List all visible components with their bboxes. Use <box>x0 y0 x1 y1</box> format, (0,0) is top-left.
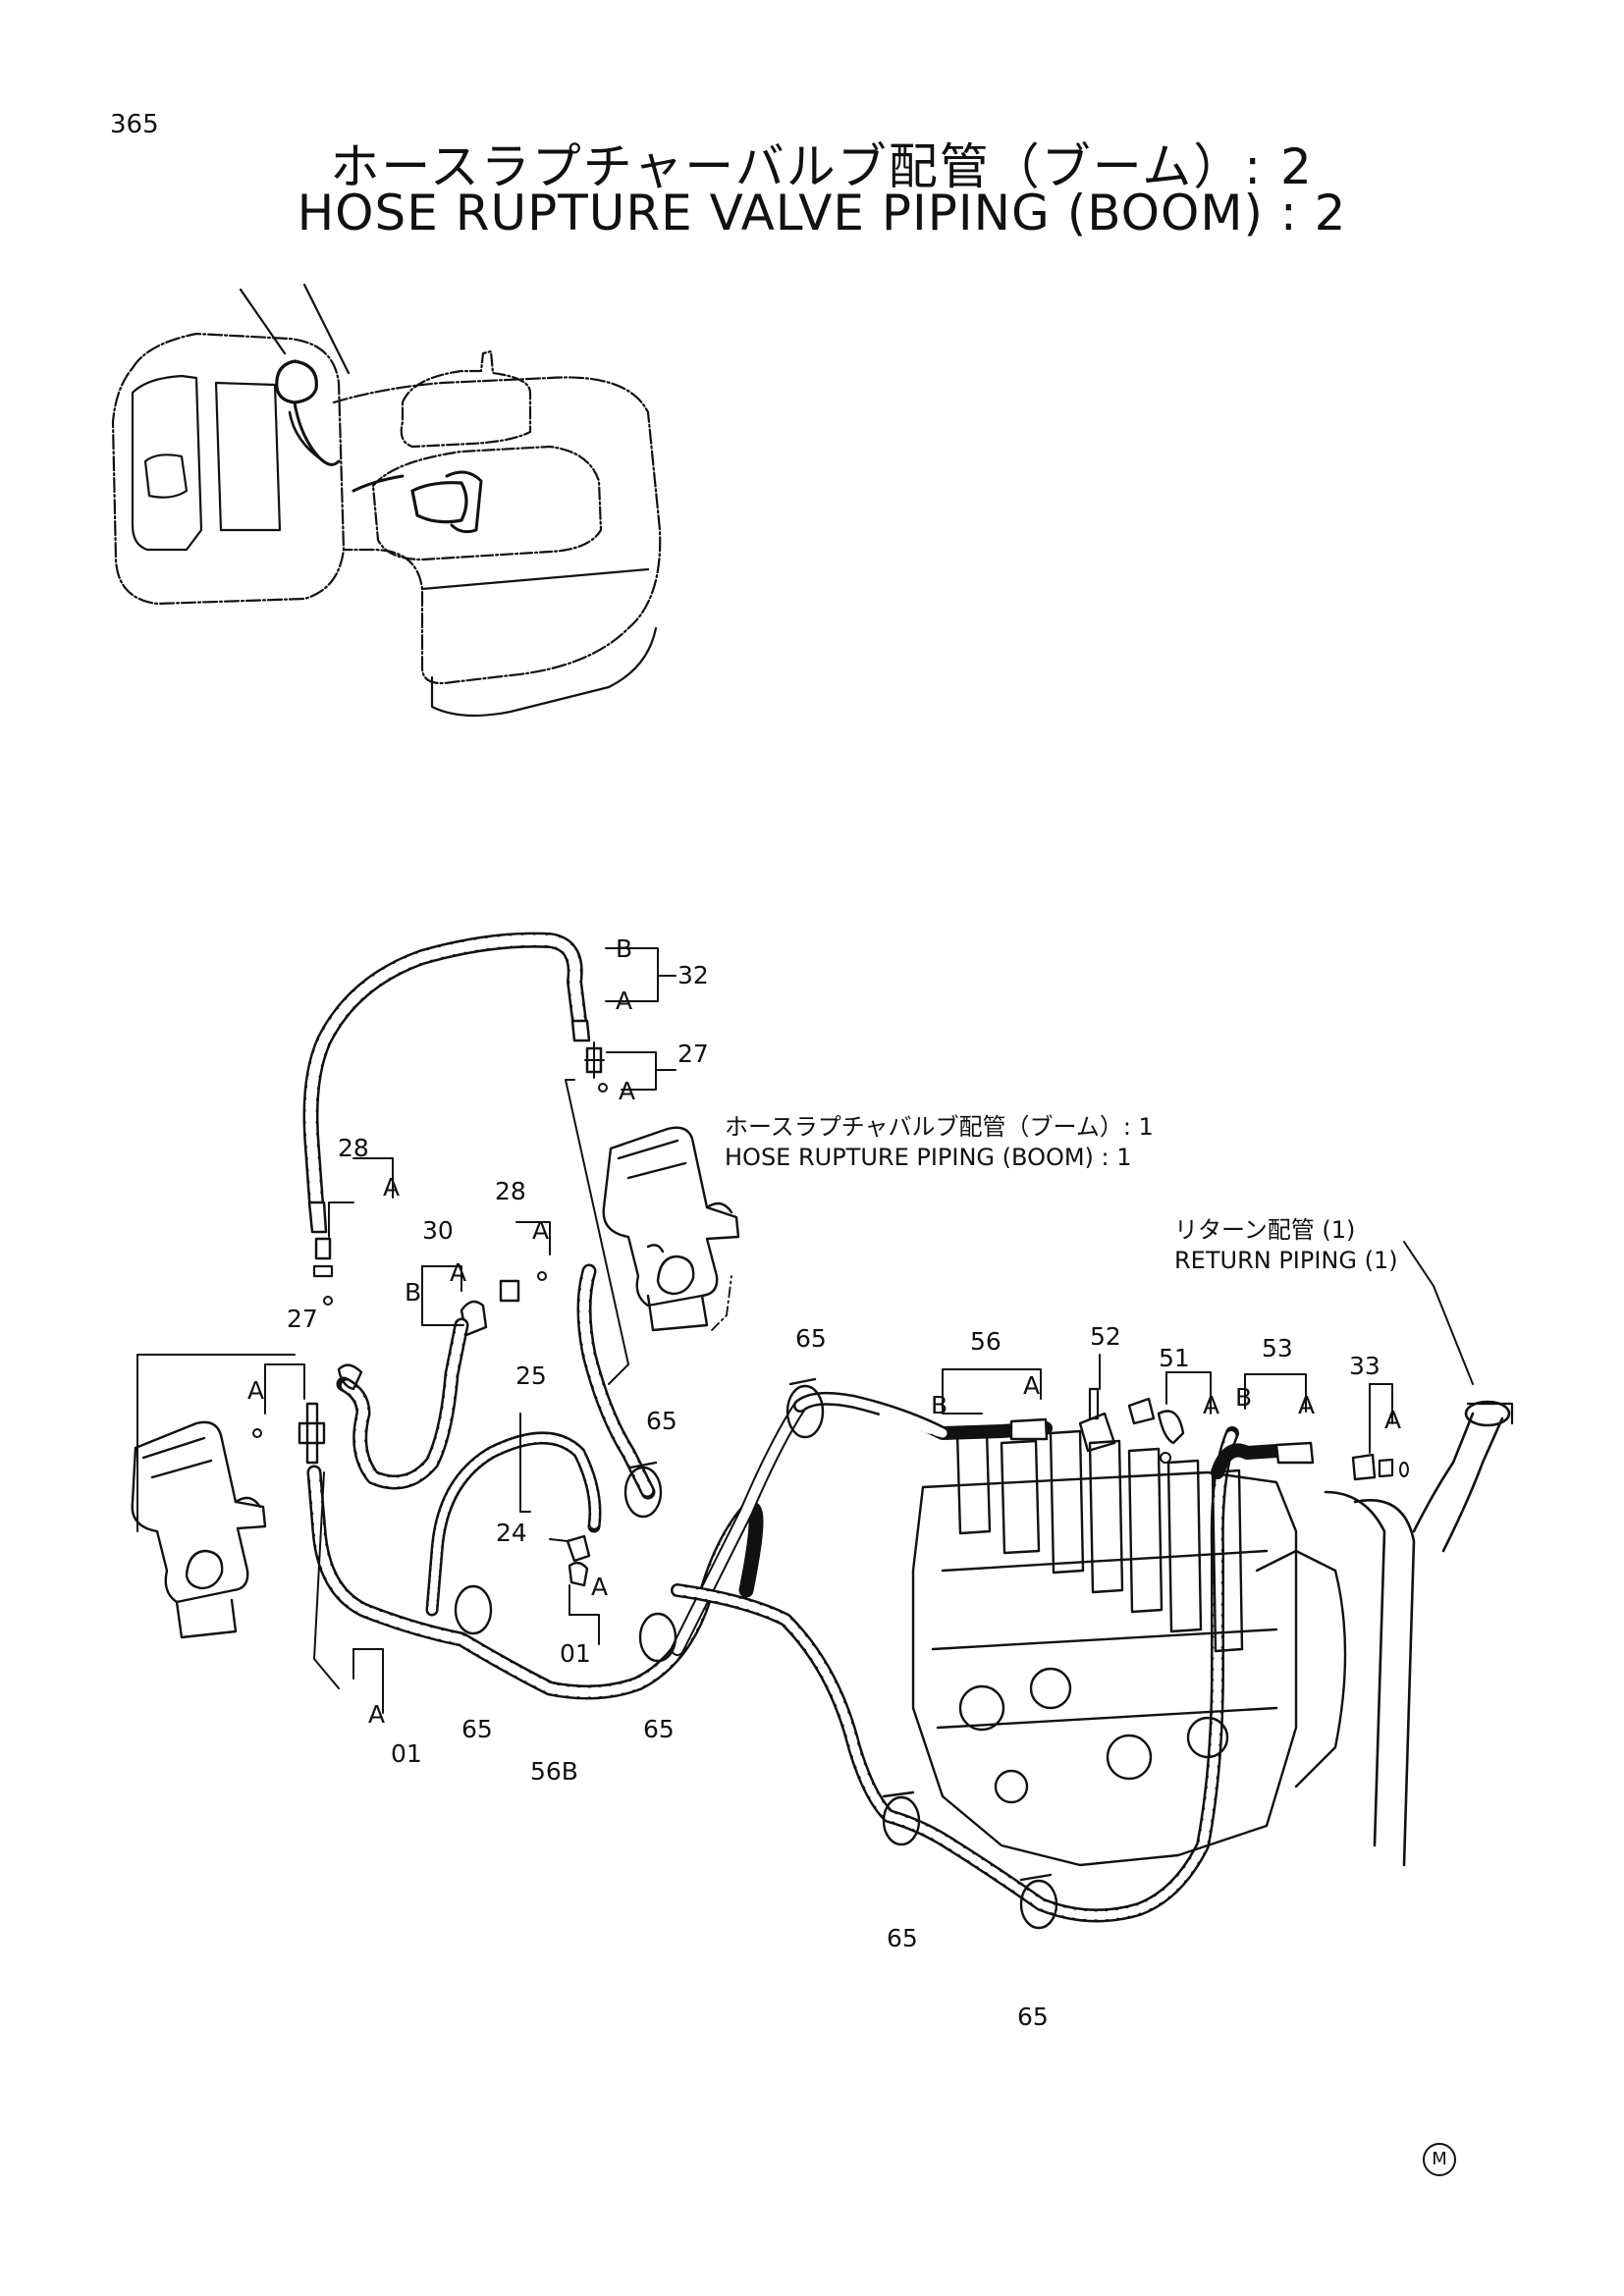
letter-a-53: A <box>1298 1391 1315 1419</box>
hose-rupture-valve-left <box>131 1420 267 1639</box>
callout-51: 51 <box>1159 1344 1190 1372</box>
page-title-japanese: ホースラプチャーバルブ配管（ブーム）: 2 <box>330 138 1314 195</box>
hose-rupture-valve-right <box>602 1126 740 1332</box>
letter-a-01-left: A <box>368 1700 385 1729</box>
letter-a-32: A <box>616 987 632 1015</box>
callout-27-top: 27 <box>677 1040 709 1068</box>
letter-b-32: B <box>616 934 632 963</box>
callout-33: 33 <box>1349 1352 1380 1380</box>
callout-65-a: 65 <box>461 1715 493 1743</box>
hose-32 <box>302 932 587 1210</box>
callout-01-mid: 01 <box>560 1639 591 1668</box>
circled-m-mark: M <box>1423 2143 1456 2176</box>
reference-note-2-jp: リターン配管 (1) <box>1174 1216 1356 1244</box>
letter-a-27-top: A <box>619 1077 635 1105</box>
callout-28-mid: 28 <box>495 1177 526 1205</box>
bracket-letters: B A A A A A B A A A B A A B A A <box>247 934 1401 1729</box>
letter-a-28-mid: A <box>532 1216 549 1245</box>
reference-note-hose-rupture-piping: ホースラプチャバルブ配管（ブーム）: 1 HOSE RUPTURE PIPING… <box>725 1112 1154 1173</box>
callout-28-left: 28 <box>338 1134 369 1162</box>
callout-01-left: 01 <box>391 1739 422 1768</box>
page-title-english: HOSE RUPTURE VALVE PIPING (BOOM) : 2 <box>297 185 1347 241</box>
callout-56b: 56B <box>530 1757 578 1786</box>
reference-note-return-piping: リターン配管 (1) RETURN PIPING (1) <box>1174 1215 1398 1276</box>
letter-a-51: A <box>1203 1391 1219 1419</box>
callout-30: 30 <box>422 1216 454 1245</box>
callout-53: 53 <box>1262 1334 1293 1362</box>
callout-65-c: 65 <box>795 1324 827 1353</box>
callout-27-left: 27 <box>287 1305 318 1333</box>
reference-note-1-jp: ホースラプチャバルブ配管（ブーム）: 1 <box>725 1113 1154 1141</box>
excavator-overview-illustration <box>111 283 662 718</box>
callout-65-upper: 65 <box>646 1407 677 1435</box>
callout-24: 24 <box>496 1519 527 1547</box>
page-number: 365 <box>110 110 159 139</box>
callout-32: 32 <box>677 961 709 989</box>
letter-a-28-left: A <box>383 1173 400 1201</box>
control-valve-assembly <box>911 1400 1514 1867</box>
letter-b-30: B <box>405 1278 421 1307</box>
letter-a-01-mid: A <box>591 1573 608 1601</box>
letter-a-33: A <box>1384 1406 1401 1434</box>
callout-52: 52 <box>1090 1322 1121 1351</box>
callout-65-b: 65 <box>643 1715 675 1743</box>
letter-a-56: A <box>1023 1371 1040 1400</box>
letter-a-30: A <box>450 1258 466 1287</box>
callout-65-d: 65 <box>887 1924 918 1952</box>
callout-65-e: 65 <box>1017 2002 1049 2031</box>
reference-note-1-en: HOSE RUPTURE PIPING (BOOM) : 1 <box>725 1144 1132 1171</box>
hose-rupture-valve-piping-diagram <box>131 932 1514 1930</box>
callout-labels: 32 27 28 30 28 27 25 65 24 01 01 65 56B … <box>287 961 1380 2031</box>
callout-25: 25 <box>515 1362 547 1390</box>
letter-b-56: B <box>931 1391 947 1419</box>
reference-note-2-en: RETURN PIPING (1) <box>1174 1247 1398 1274</box>
letter-b-53: B <box>1235 1383 1252 1412</box>
letter-a-27-left: A <box>247 1376 264 1405</box>
callout-56: 56 <box>970 1327 1001 1356</box>
